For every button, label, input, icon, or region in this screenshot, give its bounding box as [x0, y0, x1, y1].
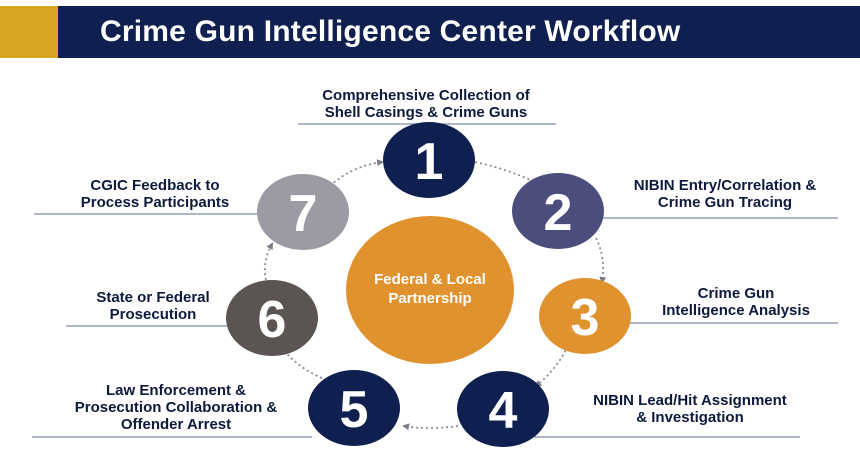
step-label-7-line-2: Process Participants [80, 194, 230, 211]
step-label-3-line-1: Crime Gun [697, 285, 775, 302]
step-circle-2: 2 [512, 173, 604, 249]
step-number-2: 2 [544, 184, 573, 242]
hub-label: Federal & Local Partnership [358, 270, 502, 308]
step-circle-6: 6 [226, 280, 318, 356]
arrow-4-to-5 [402, 423, 459, 431]
step-label-5-line-3: Offender Arrest [120, 416, 232, 433]
step-label-4-line-1: NIBIN Lead/Hit Assignment [593, 392, 787, 409]
step-label-1-line-1: Comprehensive Collection of [322, 87, 530, 104]
step-label-5: Law Enforcement & Prosecution Collaborat… [44, 382, 308, 433]
hub-circle [346, 216, 514, 364]
step-label-2: NIBIN Entry/Correlation & Crime Gun Trac… [610, 177, 840, 211]
header-banner: Crime Gun Intelligence Center Workflow [0, 6, 860, 58]
arrow-1-to-2 [474, 161, 540, 185]
step-label-2-line-1: NIBIN Entry/Correlation & [633, 177, 817, 194]
arrow-6-to-7 [263, 242, 273, 281]
step-label-5-line-1: Law Enforcement & [105, 382, 247, 399]
step-label-4: NIBIN Lead/Hit Assignment & Investigatio… [566, 392, 814, 426]
step-number-5: 5 [340, 381, 369, 439]
hub-label-line-1: Federal & Local [374, 271, 486, 288]
arrow-7-to-1 [329, 159, 384, 187]
step-label-7: CGIC Feedback to Process Participants [48, 177, 262, 211]
header-accent-block [0, 6, 58, 58]
step-number-1: 1 [415, 133, 444, 191]
step-number-3: 3 [571, 289, 600, 347]
step-circle-7: 7 [257, 174, 349, 250]
step-circle-4: 4 [457, 371, 549, 447]
step-number-4: 4 [489, 382, 518, 440]
step-label-3: Crime Gun Intelligence Analysis [638, 285, 834, 319]
hub-label-line-2: Partnership [388, 290, 472, 307]
step-number-7: 7 [289, 185, 318, 243]
header-bar [58, 6, 860, 58]
step-label-5-line-2: Prosecution Collaboration & [74, 399, 278, 416]
step-label-2-line-2: Crime Gun Tracing [657, 194, 793, 211]
step-circle-1: 1 [383, 122, 475, 198]
step-label-1: Comprehensive Collection of Shell Casing… [290, 87, 562, 121]
step-label-1-line-2: Shell Casings & Crime Guns [324, 104, 528, 121]
arrow-3-to-4 [534, 345, 569, 388]
step-circle-3: 3 [539, 278, 631, 354]
step-label-6-line-1: State or Federal [96, 289, 210, 306]
step-circle-5: 5 [308, 370, 400, 446]
page-title: Crime Gun Intelligence Center Workflow [100, 15, 681, 48]
step-label-7-line-1: CGIC Feedback to [90, 177, 220, 194]
step-label-3-line-2: Intelligence Analysis [662, 302, 810, 319]
step-label-6-line-2: Prosecution [109, 306, 197, 323]
step-label-4-line-2: & Investigation [636, 409, 744, 426]
arrow-2-to-3 [595, 237, 607, 284]
step-number-6: 6 [258, 291, 287, 349]
step-label-6: State or Federal Prosecution [72, 289, 234, 323]
